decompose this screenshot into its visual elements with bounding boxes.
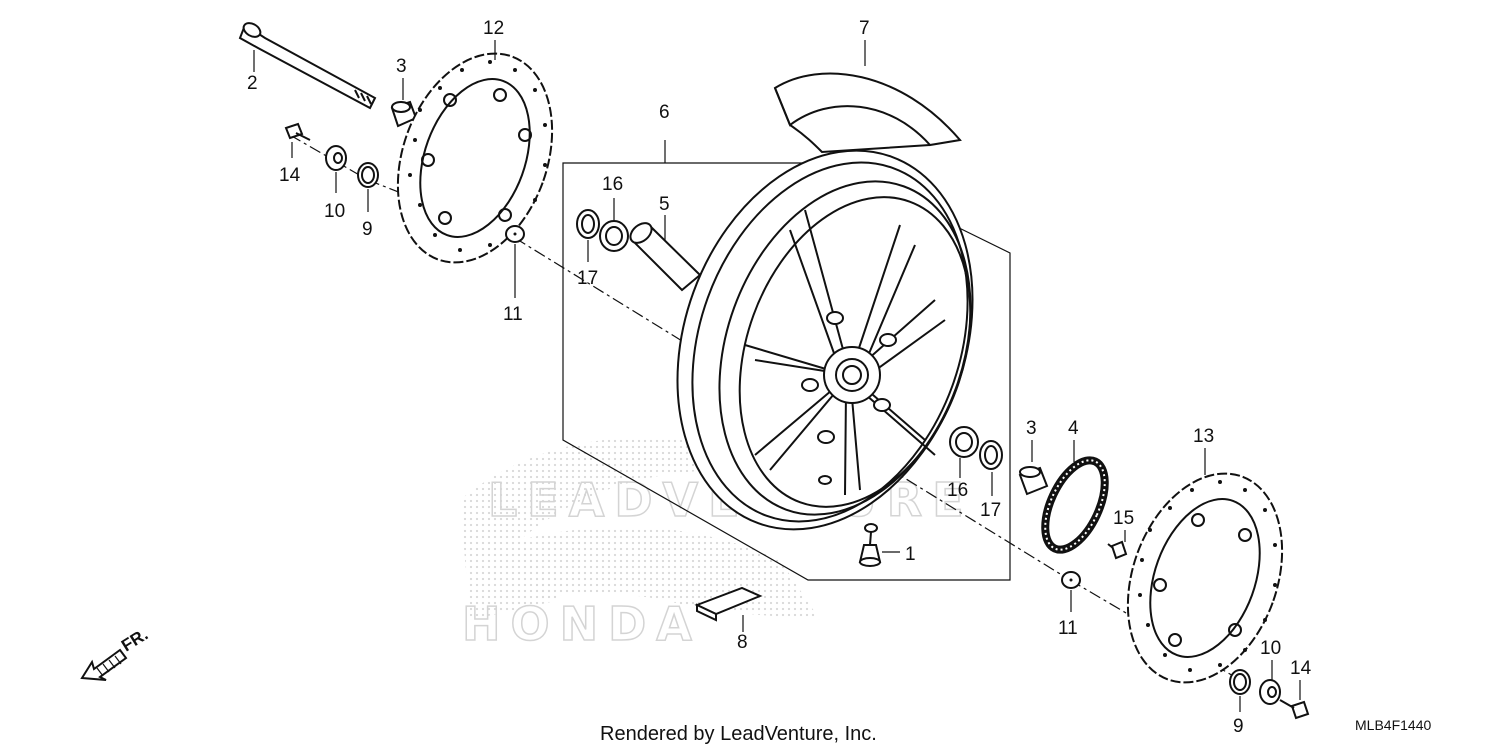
washer-9-right — [1229, 669, 1251, 712]
bolt-right — [1279, 680, 1310, 720]
label-part-10-right: 10 — [1260, 638, 1281, 659]
label-part-8: 8 — [737, 632, 748, 653]
watermark-bottom-text: HONDA — [462, 597, 702, 651]
washer-10-right — [1259, 660, 1281, 705]
label-part-9-left: 9 — [362, 219, 373, 240]
distance-collar — [629, 215, 702, 292]
bearing-16-left — [599, 198, 629, 252]
dust-seal-17-right — [979, 440, 1003, 496]
label-part-16-right: 16 — [947, 480, 968, 501]
label-part-11-left: 11 — [503, 304, 523, 325]
air-valve — [858, 523, 900, 567]
axle-shaft — [238, 22, 377, 110]
label-part-9-right: 9 — [1233, 716, 1244, 737]
pulser-ring — [1041, 440, 1109, 554]
bearing-16-right — [949, 426, 979, 478]
label-part-3-left: 3 — [396, 56, 407, 77]
honda-wing-watermark — [460, 437, 730, 620]
label-part-14-right: 14 — [1290, 658, 1312, 679]
direction-label: FR. — [118, 625, 151, 656]
label-part-5: 5 — [659, 194, 670, 215]
label-part-3-right: 3 — [1026, 418, 1037, 439]
collar-right — [1018, 440, 1049, 496]
weight-11-right — [1061, 571, 1081, 612]
label-part-2: 2 — [247, 73, 258, 94]
washer-9-left — [357, 162, 379, 212]
rendered-by-credit: Rendered by LeadVenture, Inc. — [600, 723, 877, 745]
weight-11-left — [505, 225, 525, 298]
label-part-13: 13 — [1193, 426, 1214, 447]
washer-10-left — [325, 145, 347, 193]
dust-seal-17-left — [576, 209, 600, 262]
label-part-11-right: 11 — [1058, 618, 1078, 639]
label-part-1: 1 — [905, 544, 916, 565]
label-part-4: 4 — [1068, 418, 1079, 439]
label-part-10-left: 10 — [324, 201, 345, 222]
brake-disc-right — [1126, 448, 1284, 684]
screw-15 — [1107, 530, 1128, 560]
bolt-left — [284, 122, 311, 158]
label-part-15: 15 — [1113, 508, 1134, 529]
front-wheel — [676, 149, 974, 531]
brake-disc-left — [396, 40, 554, 264]
label-part-6: 6 — [659, 102, 670, 123]
label-part-17-right: 17 — [980, 500, 1001, 521]
label-part-12: 12 — [483, 18, 504, 39]
label-part-7: 7 — [859, 18, 870, 39]
diagram-code: MLB4F1440 — [1355, 717, 1431, 733]
front-direction-arrow: FR. — [80, 625, 151, 681]
label-part-16-left: 16 — [602, 174, 623, 195]
collar-left — [390, 78, 418, 128]
balance-weight — [694, 586, 763, 632]
tire-flap — [773, 40, 962, 154]
label-part-17-left: 17 — [577, 268, 598, 289]
part-labels: 1 2 3 3 4 5 6 7 8 9 9 10 10 11 11 12 13 … — [247, 18, 1312, 737]
label-part-14-left: 14 — [279, 165, 301, 186]
